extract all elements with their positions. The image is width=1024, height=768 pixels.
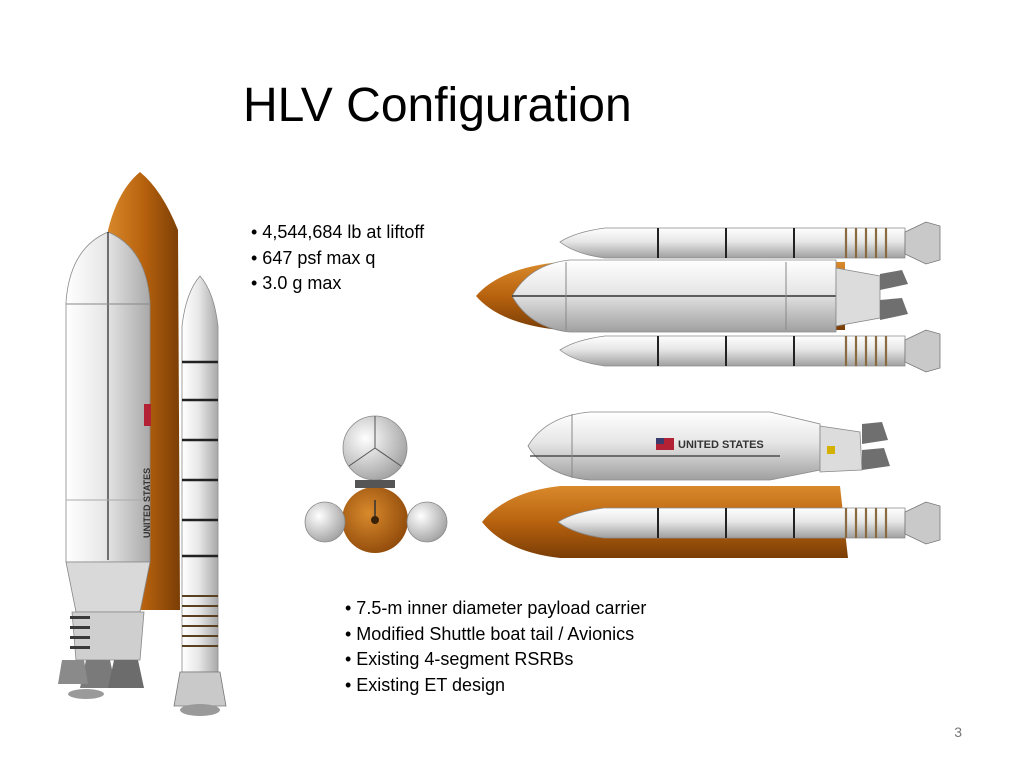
vertical-marking: UNITED STATES bbox=[142, 468, 152, 538]
srb-top-lower bbox=[559, 335, 906, 367]
side-view-image: UNITED STATES bbox=[482, 411, 941, 558]
slide-title: HLV Configuration bbox=[243, 79, 632, 132]
srb-end-right bbox=[406, 501, 448, 543]
bullet-max-q: • 647 psf max q bbox=[251, 247, 376, 268]
bottom-bullet-list: • 7.5-m inner diameter payload carrier •… bbox=[345, 596, 646, 698]
page-number: 3 bbox=[954, 724, 962, 740]
bullet-max-g: • 3.0 g max bbox=[251, 273, 342, 293]
end-view-image bbox=[304, 415, 448, 553]
bullet-payload-carrier: • 7.5-m inner diameter payload carrier bbox=[345, 598, 647, 618]
srb-top-upper bbox=[559, 227, 906, 259]
top-bullet-list: • 4,544,684 lb at liftoff • 647 psf max … bbox=[251, 220, 424, 297]
bullet-et-design: • Existing ET design bbox=[345, 674, 506, 695]
bullet-liftoff-mass: • 4,544,684 lb at liftoff bbox=[251, 222, 425, 242]
bullet-rsrbs: • Existing 4-segment RSRBs bbox=[345, 649, 574, 669]
vertical-vehicle-image: UNITED STATES bbox=[58, 172, 227, 716]
srb-side bbox=[557, 507, 906, 539]
srb-end-left bbox=[304, 501, 346, 543]
srb-vertical bbox=[181, 275, 219, 673]
top-view-image bbox=[476, 221, 941, 373]
side-marking: UNITED STATES bbox=[678, 439, 764, 451]
bullet-boat-tail: • Modified Shuttle boat tail / Avionics bbox=[345, 623, 635, 644]
